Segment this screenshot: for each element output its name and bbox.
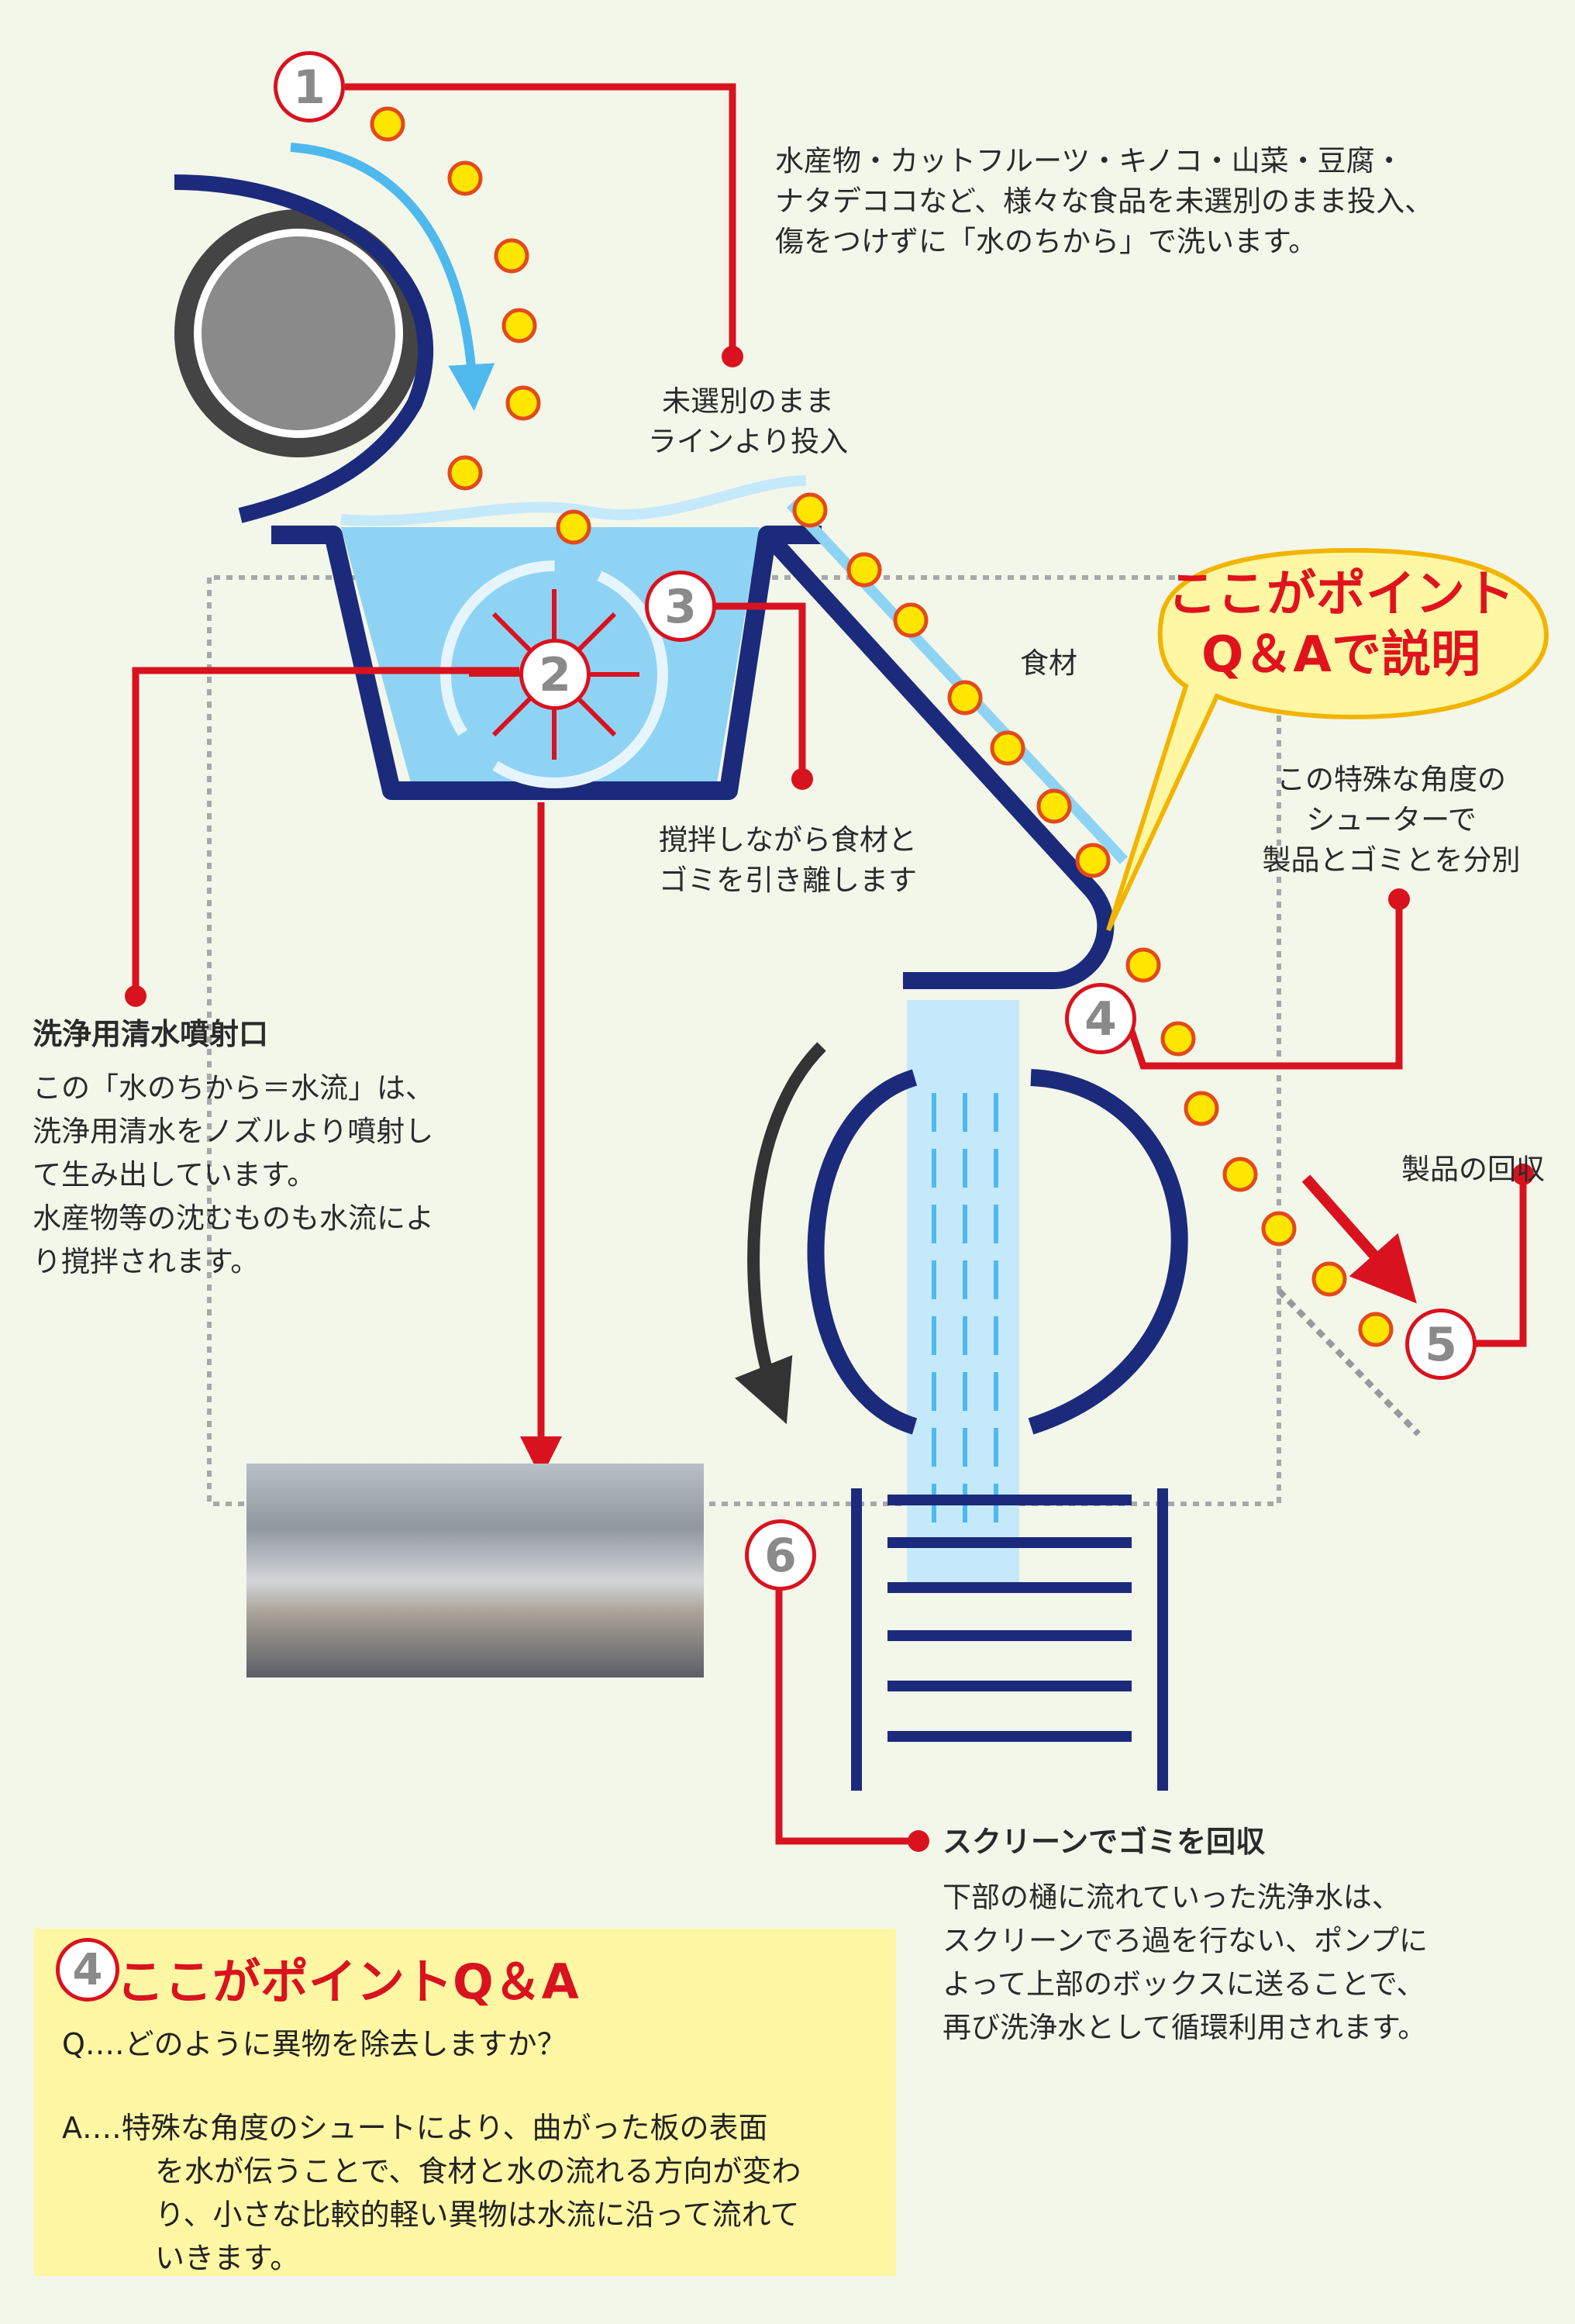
qa-question: Q‥‥どのように異物を除去しますか？ — [62, 2027, 567, 2061]
qa-box — [34, 1929, 896, 2276]
sorting-chute — [760, 529, 1115, 989]
screen-title: スクリーンでゴミを回収 — [943, 1825, 1266, 1859]
machine-outline — [207, 575, 1281, 1506]
leader-2 — [132, 667, 519, 996]
leader-3 — [709, 602, 806, 779]
qa-answer-line2: を水が伝うことで、食材と水の流れる方向が変わ — [155, 2154, 801, 2188]
input-chute — [174, 174, 433, 523]
step-5-marker: 5 — [1405, 1309, 1477, 1380]
qa-title: ここがポイントQ＆A — [116, 1953, 579, 2010]
product-recovery-label: 製品の回収 — [1401, 1153, 1545, 1186]
ingredient-label: 食材 — [1020, 647, 1077, 680]
leader-4 — [1124, 899, 1403, 1070]
nozzle-title: 洗浄用清水噴射口 — [33, 1017, 269, 1051]
point-bubble-text: ここがポイント Q＆Aで説明 — [1167, 566, 1515, 684]
leader-1 — [345, 83, 736, 357]
leader-6 — [775, 1581, 918, 1845]
step-6-marker: 6 — [745, 1519, 816, 1591]
vortex — [440, 560, 668, 788]
product-ramp — [1277, 1288, 1421, 1436]
machine-photo — [246, 1464, 704, 1677]
step-3-marker: 3 — [645, 571, 716, 642]
chute-label: この特殊な角度の シューターで 製品とゴミとを分別 — [1262, 763, 1521, 877]
point-bubble — [1106, 547, 1549, 932]
qa-answer-line3: り、小さな比較的軽い異物は水流に沿って流れて — [155, 2198, 800, 2232]
circulation-arrow — [735, 1042, 826, 1425]
qa-number-marker: 4 — [56, 1938, 119, 2002]
qa-answer-line4: いきます。 — [155, 2241, 300, 2275]
input-label: 未選別のまま ラインより投入 — [647, 384, 849, 458]
screen-filter — [851, 1488, 1168, 1791]
step-4-marker: 4 — [1065, 983, 1136, 1054]
qa-answer-line1: A‥‥特殊な角度のシュートにより、曲がった板の表面 — [62, 2111, 768, 2145]
intro-text: 水産物・カットフルーツ・キノコ・山菜・豆腐・ ナタデココなど、様々な食品を未選別… — [775, 144, 1434, 258]
stir-label: 撹拌しながら食材と ゴミを引き離します — [659, 823, 917, 897]
screen-description: 下部の樋に流れていった洗浄水は、 スクリーンでろ過を行ない、ポンプに よって上部… — [943, 1881, 1429, 2044]
gear-drum — [174, 209, 422, 457]
product-arrow — [1301, 1174, 1417, 1304]
nozzle-description: この「水のちから＝水流」は、 洗浄用清水をノズルより噴射し て生み出しています。… — [33, 1071, 434, 1278]
water-surface — [340, 475, 807, 526]
circulation-ring-left — [807, 1069, 918, 1435]
step-1-marker: 1 — [274, 51, 345, 122]
food-items — [370, 106, 1394, 1347]
circulation-ring-right — [1028, 1069, 1188, 1435]
step-2-marker: 2 — [519, 639, 591, 710]
inflow-arrow — [290, 143, 495, 411]
